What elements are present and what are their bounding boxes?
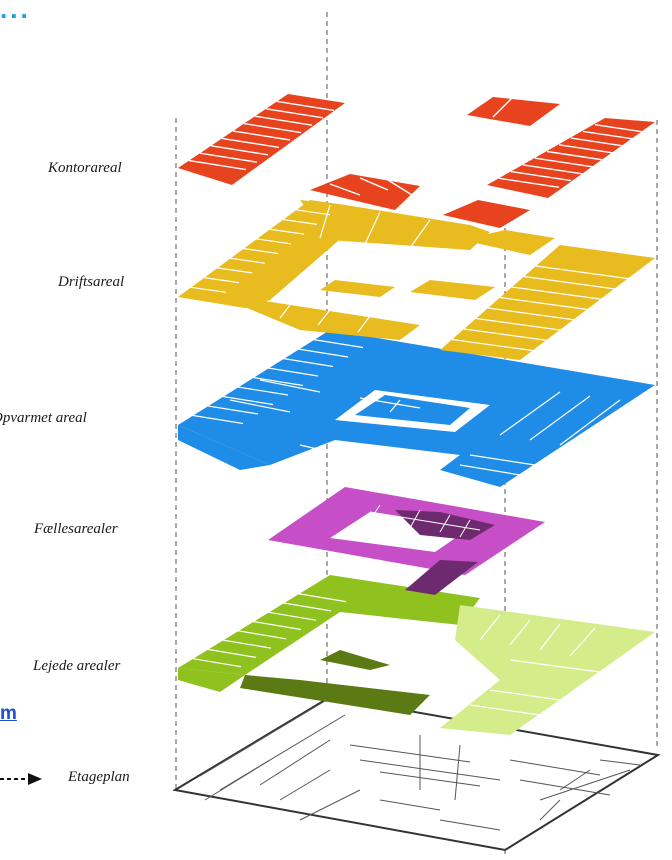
lejede-light: [440, 605, 655, 735]
kontor-top-right: [467, 97, 560, 126]
layer-etageplan: [175, 697, 658, 850]
label-driftsareal: Driftsareal: [58, 274, 124, 291]
drift-center-a: [320, 280, 395, 297]
layer-drifts: [178, 200, 655, 360]
layer-opvarmet: [178, 330, 655, 487]
lejede-dark-small: [320, 650, 390, 670]
arrow-right-icon: [0, 772, 44, 786]
drift-center-b: [410, 280, 495, 300]
label-opvarmet-areal: Opvarmet areal: [0, 410, 87, 427]
cropped-link-fragment[interactable]: m: [0, 703, 17, 725]
layer-kontor: [178, 94, 655, 228]
label-etageplan: Etageplan: [68, 769, 130, 786]
label-lejede-arealer: Lejede arealer: [33, 658, 120, 675]
layer-lejede: [178, 575, 655, 735]
label-faellesarealer: Fællesarealer: [34, 521, 118, 538]
cropped-heading-fragment: ...: [0, 0, 31, 25]
layer-faelles: [268, 487, 545, 595]
label-kontorareal: Kontorareal: [48, 160, 122, 177]
